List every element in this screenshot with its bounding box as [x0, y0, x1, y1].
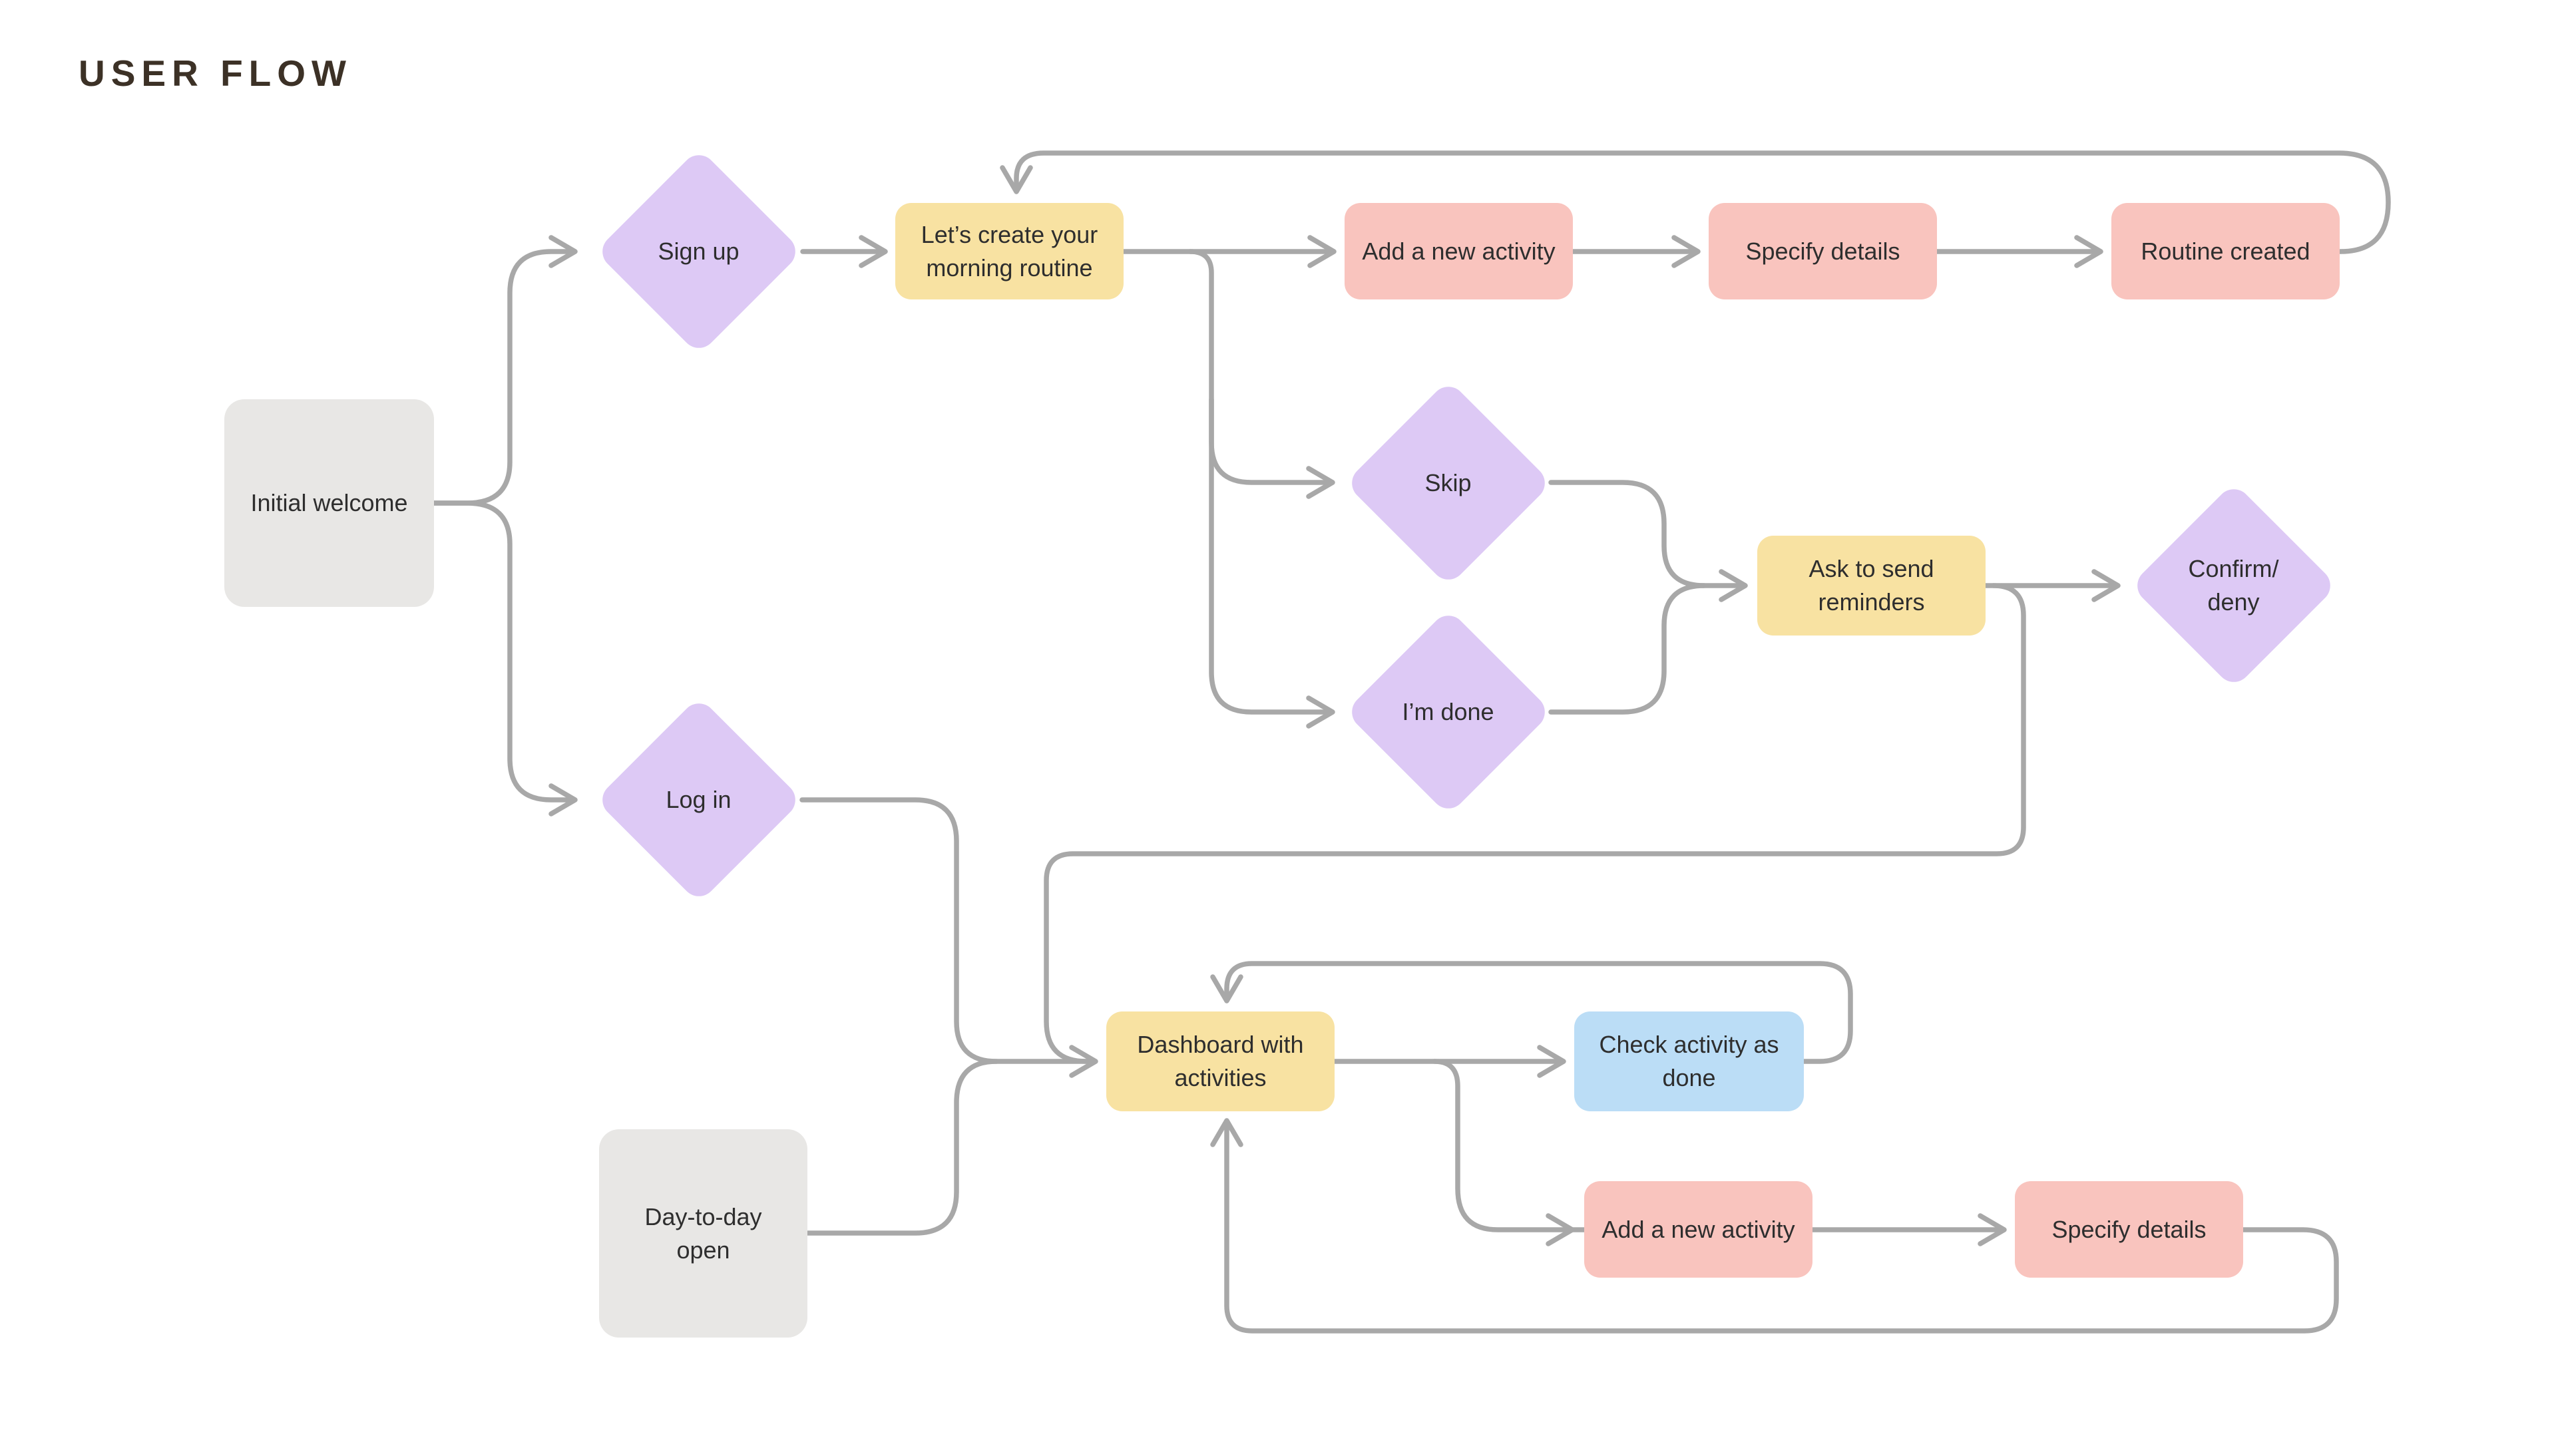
node-label: Routine created [2141, 237, 2310, 265]
node-check-activity-as-done[interactable]: Check activity as done [1574, 1011, 1804, 1111]
node-dashboard-with-activities[interactable]: Dashboard with activities [1106, 1011, 1335, 1111]
node-confirm-deny[interactable]: Confirm/ deny [2129, 481, 2338, 689]
node-routine-created[interactable]: Routine created [2111, 203, 2340, 299]
edge-skip-to-ask [1548, 480, 1748, 602]
edge-check-loop-to-dashboard [1210, 961, 1853, 1064]
node-label: Specify details [1745, 237, 1900, 265]
edge-routine-loop-to-create [1000, 150, 2391, 254]
node-label: Ask to send reminders [1809, 555, 1934, 616]
node-skip[interactable]: Skip [1344, 379, 1552, 587]
node-label: Add a new activity [1362, 237, 1556, 265]
edge-confirm-to-dashboard [1044, 583, 2026, 1064]
node-label: Log in [666, 785, 732, 813]
node-im-done[interactable]: I’m done [1344, 608, 1552, 816]
node-specify-details-2[interactable]: Specify details [2015, 1181, 2243, 1278]
node-specify-details-1[interactable]: Specify details [1709, 203, 1937, 299]
node-label: Day-to-day open [644, 1202, 762, 1264]
node-add-new-activity-1[interactable]: Add a new activity [1345, 203, 1573, 299]
edge-initial-to-login [431, 500, 578, 817]
node-label: Let’s create your morning routine [921, 220, 1098, 281]
node-ask-to-send-reminders[interactable]: Ask to send reminders [1757, 536, 1986, 636]
node-label: Check activity as done [1599, 1031, 1779, 1091]
node-sign-up[interactable]: Sign up [594, 147, 803, 355]
edge-imdone-to-ask [1548, 583, 1707, 715]
node-label: Dashboard with activities [1137, 1031, 1304, 1091]
edge-login-to-dashboard [799, 797, 1098, 1078]
edge-specify2-loop-to-dashboard [1210, 1118, 2339, 1334]
node-label: Specify details [2051, 1215, 2207, 1243]
page-title: USER FLOW [79, 53, 352, 94]
edge-initial-to-signup [431, 235, 578, 506]
node-label: Confirm/ deny [2188, 554, 2279, 616]
node-label: Skip [1424, 468, 1472, 496]
node-add-new-activity-2[interactable]: Add a new activity [1584, 1181, 1812, 1278]
node-label: Initial welcome [250, 489, 408, 517]
node-day-to-day-open[interactable]: Day-to-day open [599, 1129, 807, 1338]
edge-create-to-imdone [1209, 397, 1335, 729]
node-lets-create-routine[interactable]: Let’s create your morning routine [895, 203, 1124, 299]
node-label: I’m done [1402, 697, 1494, 725]
edge-daytoday-to-dashboard [805, 1059, 999, 1236]
node-log-in[interactable]: Log in [594, 695, 803, 904]
node-initial-welcome[interactable]: Initial welcome [224, 399, 434, 607]
node-label: Add a new activity [1601, 1215, 1795, 1243]
node-label: Sign up [658, 237, 740, 265]
edge-dashboard-to-add2 [1432, 1059, 1575, 1246]
